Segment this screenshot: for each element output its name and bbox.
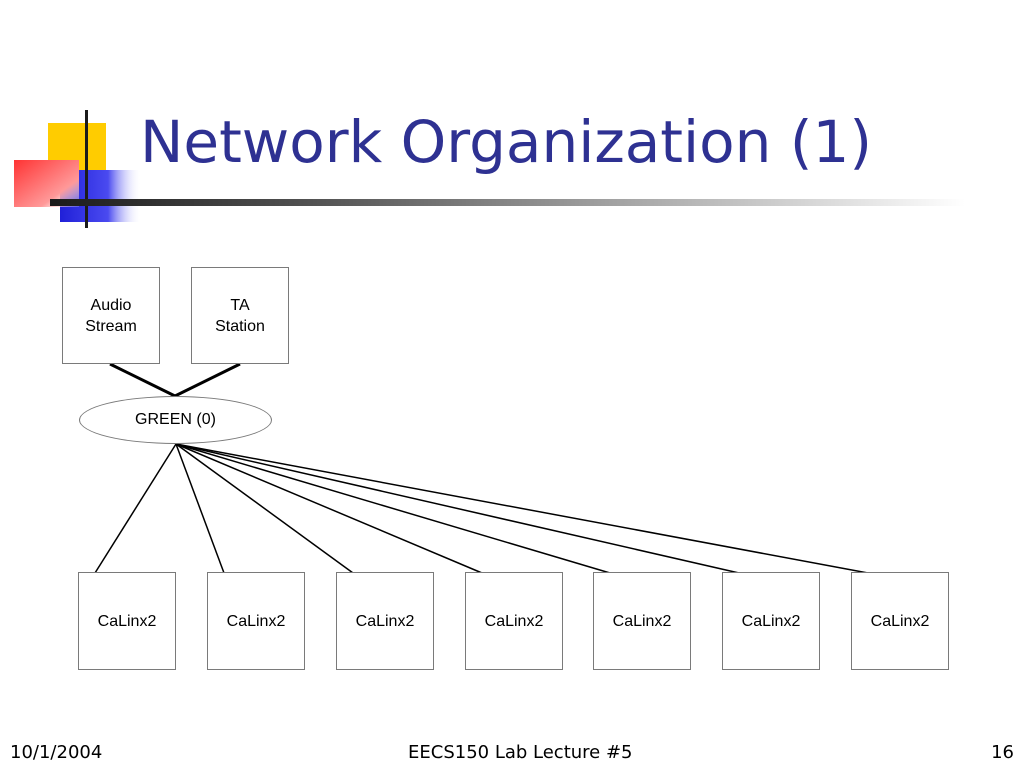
node-audio-stream: Audio Stream <box>62 267 160 364</box>
node-calinx2-6: CaLinx2 <box>722 572 820 670</box>
connector-ta-hub <box>174 362 241 398</box>
connector-hub-leaf-7 <box>175 443 869 574</box>
title-underline <box>50 199 965 206</box>
connector-audio-hub <box>109 362 176 398</box>
node-green-hub: GREEN (0) <box>79 396 272 444</box>
hub-label: GREEN (0) <box>135 411 216 428</box>
node-calinx2-3: CaLinx2 <box>336 572 434 670</box>
node-calinx2-5: CaLinx2 <box>593 572 691 670</box>
connector-hub-leaf-6 <box>175 443 740 574</box>
connector-hub-leaf-2 <box>175 443 225 574</box>
connector-hub-leaf-5 <box>175 443 611 574</box>
connector-hub-leaf-3 <box>175 443 354 574</box>
connector-hub-leaf-4 <box>175 443 483 574</box>
logo-vertical-bar <box>85 110 88 228</box>
footer-date: 10/1/2004 <box>10 742 103 763</box>
decorative-logo <box>14 110 140 228</box>
footer-lecture: EECS150 Lab Lecture #5 <box>408 742 633 763</box>
footer-page-number: 16 <box>991 742 1014 763</box>
connector-hub-leaf-1 <box>94 443 177 574</box>
page-title: Network Organization (1) <box>140 108 872 176</box>
node-calinx2-4: CaLinx2 <box>465 572 563 670</box>
node-calinx2-7: CaLinx2 <box>851 572 949 670</box>
node-ta-station: TA Station <box>191 267 289 364</box>
node-calinx2-2: CaLinx2 <box>207 572 305 670</box>
node-calinx2-1: CaLinx2 <box>78 572 176 670</box>
